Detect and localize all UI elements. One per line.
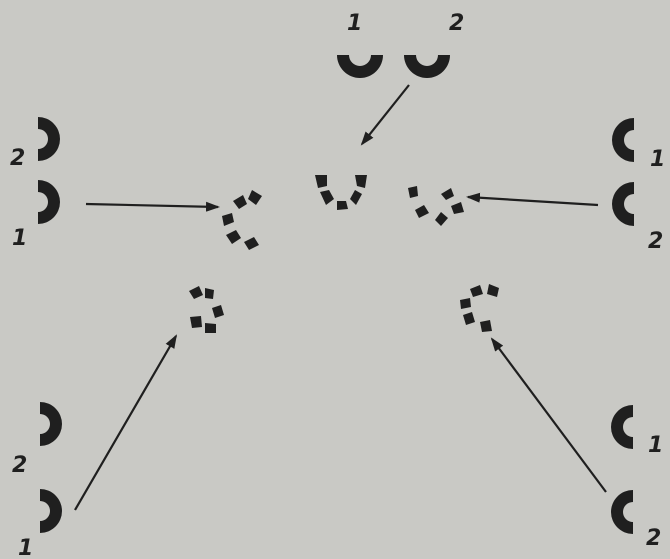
right-upper-cup-1 <box>612 118 634 162</box>
left-upper-group: 2 1 <box>10 117 60 251</box>
segment <box>470 285 483 297</box>
segment <box>441 188 454 200</box>
segmented-figure-left-center <box>222 190 262 250</box>
segment <box>408 186 418 198</box>
segment <box>463 312 475 325</box>
segmented-figure-lower-left <box>189 286 224 333</box>
top-group: 1 2 <box>337 11 464 78</box>
top-label-1: 1 <box>347 11 362 36</box>
segment <box>205 288 214 299</box>
top-cup-1 <box>337 55 383 78</box>
arrows <box>75 85 606 510</box>
left-lower-cup-1 <box>40 489 62 533</box>
segment <box>487 284 499 297</box>
segment <box>212 305 224 318</box>
top-label-2: 2 <box>449 11 464 36</box>
segment <box>244 237 259 250</box>
left-upper-label-2: 2 <box>10 146 25 171</box>
segment <box>320 190 334 205</box>
segment <box>460 298 471 309</box>
segment <box>415 205 429 218</box>
left-lower-label-2: 2 <box>12 453 27 478</box>
arrow-right-upper-to-center <box>468 197 598 205</box>
right-lower-label-1: 1 <box>648 433 663 458</box>
segment <box>315 175 327 188</box>
left-upper-label-1: 1 <box>12 226 27 251</box>
left-lower-label-1: 1 <box>18 536 33 559</box>
segment <box>189 286 203 299</box>
right-lower-group: 1 2 <box>611 405 663 551</box>
segment <box>480 320 492 332</box>
arrow-right-lower-to-figure <box>492 339 606 492</box>
segment <box>451 202 464 214</box>
right-upper-cup-2 <box>612 182 634 226</box>
segment <box>233 195 247 209</box>
arrow-left-lower-to-figure <box>75 336 176 510</box>
segmented-figure-right-center <box>408 186 464 226</box>
right-upper-label-2: 2 <box>648 229 663 254</box>
segment <box>435 212 448 226</box>
arrow-left-upper-to-center <box>86 204 218 207</box>
top-cup-2 <box>404 55 450 78</box>
segment <box>190 316 202 328</box>
segment <box>205 323 216 333</box>
right-lower-cup-2 <box>611 490 633 534</box>
segment <box>337 201 348 210</box>
left-upper-cup-1 <box>38 180 60 224</box>
segmented-figure-lower-right <box>460 284 499 332</box>
arrow-top-to-center <box>362 85 409 144</box>
segment <box>248 190 262 205</box>
left-lower-group: 2 1 <box>12 402 62 559</box>
right-lower-label-2: 2 <box>646 526 661 551</box>
left-lower-cup-2 <box>40 402 62 446</box>
segment <box>226 230 241 244</box>
segment <box>350 190 362 205</box>
segment <box>355 175 367 188</box>
segmented-figure-top-center <box>315 175 367 210</box>
right-upper-label-1: 1 <box>650 147 665 172</box>
left-upper-cup-2 <box>38 117 60 161</box>
segment <box>222 213 234 226</box>
right-lower-cup-1 <box>611 405 633 449</box>
right-upper-group: 1 2 <box>612 118 665 254</box>
